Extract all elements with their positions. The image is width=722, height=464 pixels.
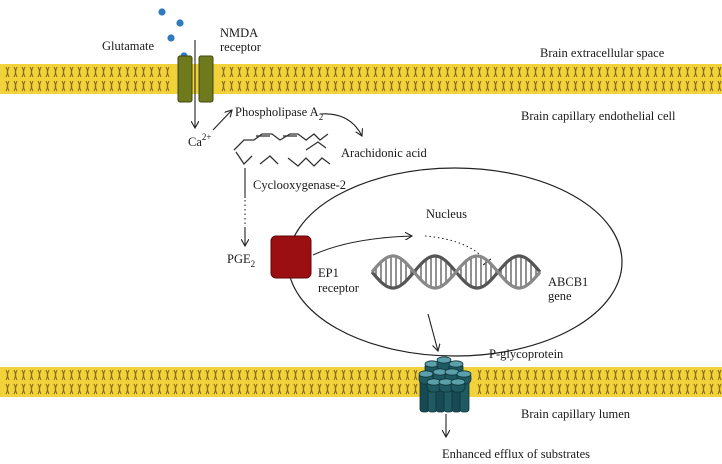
ep1-receptor-icon — [270, 235, 312, 279]
p-glycoprotein-transporter-icon — [418, 356, 472, 413]
arachidonic-acid-label: Arachidonic acid — [341, 146, 427, 160]
extracellular-label: Brain extracellular space — [540, 46, 665, 60]
glutamate-label: Glutamate — [102, 39, 155, 53]
cox2-label: Cyclooxygenase-2 — [253, 178, 346, 192]
pgp-label: P-glycoprotein — [489, 347, 564, 361]
pge2-label: PGE2 — [227, 252, 255, 269]
bottom-membrane — [0, 367, 722, 397]
abcb1-label-line1: ABCB1 — [548, 275, 588, 289]
gene-to-pgp-arrow — [427, 313, 438, 351]
nucleus-label: Nucleus — [426, 207, 467, 221]
ep1-signal-arrow — [312, 236, 412, 256]
calcium-label: Ca2+ — [188, 132, 211, 149]
ep1-label-line1: EP1 — [318, 266, 339, 280]
nmda-label-line1: NMDA — [220, 26, 258, 40]
ep1-label-line2: receptor — [318, 281, 360, 295]
glutamate-molecules-icon — [158, 8, 188, 60]
endothelial-label: Brain capillary endothelial cell — [521, 109, 676, 123]
nmda-channel-icon — [177, 55, 214, 103]
phospholipase-label: Phospholipase A2 — [235, 105, 323, 122]
top-membrane — [0, 64, 722, 94]
phospholipase-to-arachidonic-arrow — [319, 113, 362, 136]
lumen-label: Brain capillary lumen — [521, 407, 631, 421]
ep1-signal-dotted — [424, 235, 492, 266]
calcium-to-phospholipase-arrow — [212, 110, 232, 131]
nmda-label-line2: receptor — [220, 40, 262, 54]
efflux-label: Enhanced efflux of substrates — [442, 447, 590, 461]
abcb1-label-line2: gene — [548, 289, 572, 303]
abcb1-gene-helix-icon — [370, 254, 542, 290]
arachidonic-acid-structure-icon — [233, 133, 331, 167]
nucleus-outline — [287, 167, 623, 357]
